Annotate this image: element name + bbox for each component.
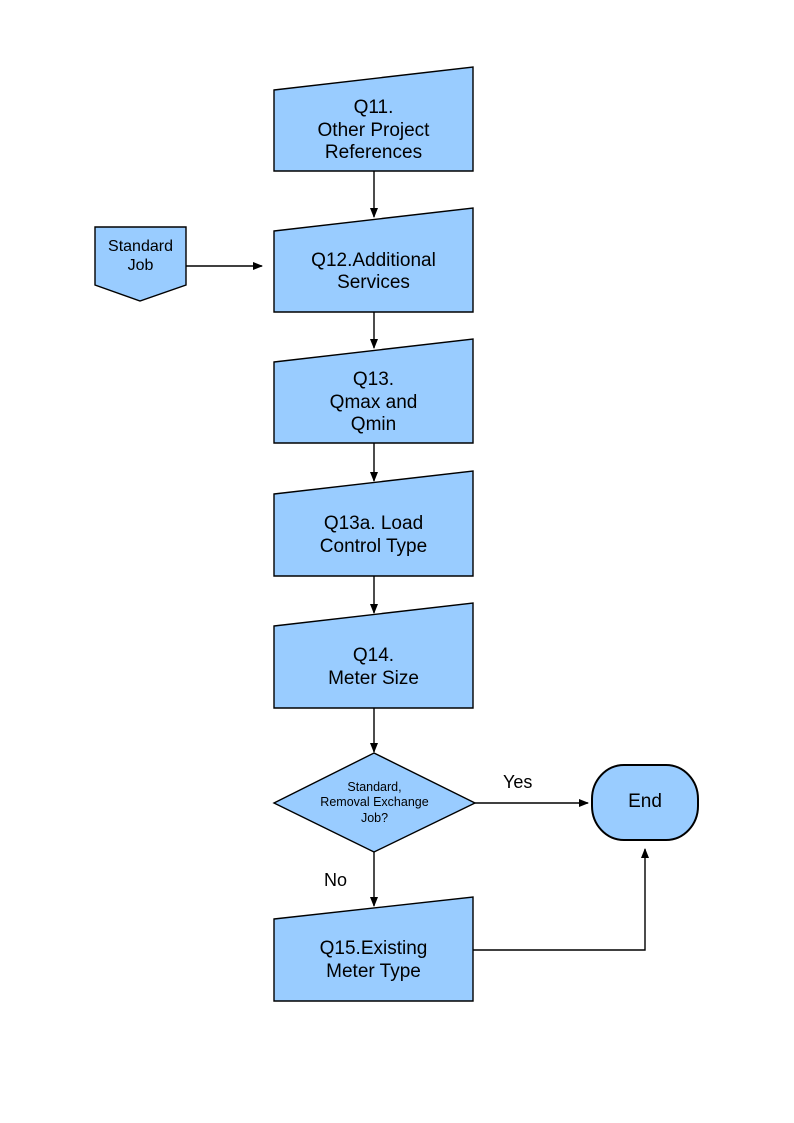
node-q12[interactable] <box>273 207 474 313</box>
edge-label-no: No <box>324 870 348 890</box>
node-q14-shape[interactable] <box>273 602 474 709</box>
node-decision[interactable] <box>272 752 477 853</box>
node-q13a-shape[interactable] <box>273 470 474 577</box>
node-standard-job-shape[interactable] <box>94 226 187 302</box>
node-q15[interactable] <box>273 896 474 1002</box>
node-standard-job[interactable] <box>94 226 187 302</box>
node-q11[interactable] <box>273 66 474 172</box>
edge-label-yes: Yes <box>503 772 533 792</box>
node-q13-shape[interactable] <box>273 338 474 444</box>
node-q11-shape[interactable] <box>273 66 474 172</box>
node-q15-shape[interactable] <box>273 896 474 1002</box>
node-q13[interactable] <box>273 338 474 444</box>
node-q14[interactable] <box>273 602 474 709</box>
edge-q15-to-end <box>473 848 649 951</box>
node-decision-shape[interactable] <box>272 752 477 853</box>
node-q12-shape[interactable] <box>273 207 474 313</box>
node-q13a[interactable] <box>273 470 474 577</box>
node-end-shape[interactable] <box>591 764 699 841</box>
node-end[interactable] <box>591 764 699 841</box>
